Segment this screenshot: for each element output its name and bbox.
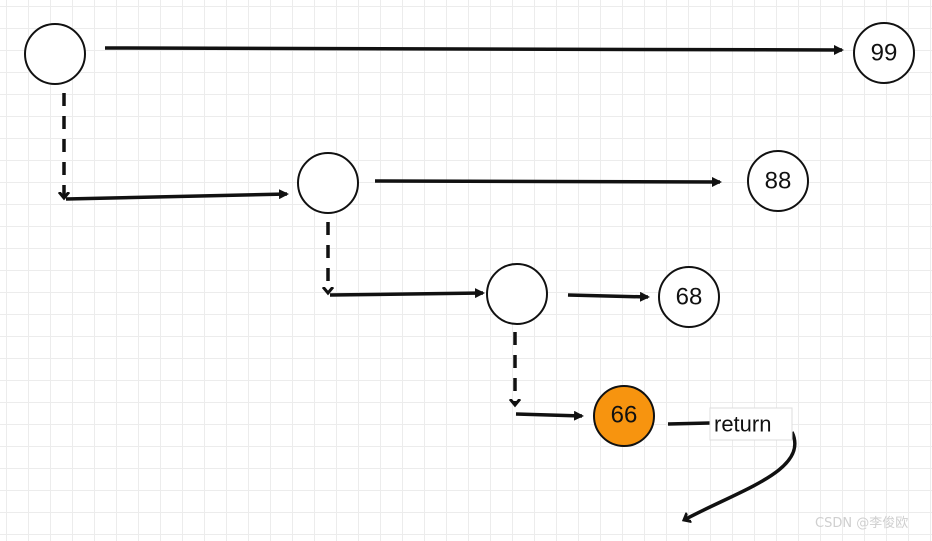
- node-68-label: 68: [676, 284, 703, 311]
- edge-n2-to-n3: [329, 288, 485, 299]
- node-n3: [486, 263, 548, 325]
- return-label: return: [714, 412, 771, 437]
- node-99-label: 99: [871, 40, 898, 67]
- edge-n1-n99: [104, 44, 844, 55]
- edge-n1-to-n2: [65, 189, 289, 201]
- node-68: 68: [658, 266, 720, 328]
- node-99: 99: [853, 22, 915, 84]
- edge-n3-to-n66: [515, 410, 584, 421]
- edge-n3-n68: [567, 291, 650, 302]
- node-88: 88: [747, 150, 809, 212]
- node-88-label: 88: [765, 168, 792, 195]
- node-n1: [24, 23, 86, 85]
- edge-n66-return-line: [667, 421, 711, 426]
- node-n2: [297, 152, 359, 214]
- edge-return-curve: [684, 431, 797, 520]
- edge-n2-n88: [374, 176, 722, 187]
- node-66-label: 66: [611, 402, 638, 429]
- watermark-text: CSDN @李俊欧: [815, 516, 908, 531]
- return-tag: return: [709, 407, 793, 441]
- node-66: 66: [593, 385, 655, 447]
